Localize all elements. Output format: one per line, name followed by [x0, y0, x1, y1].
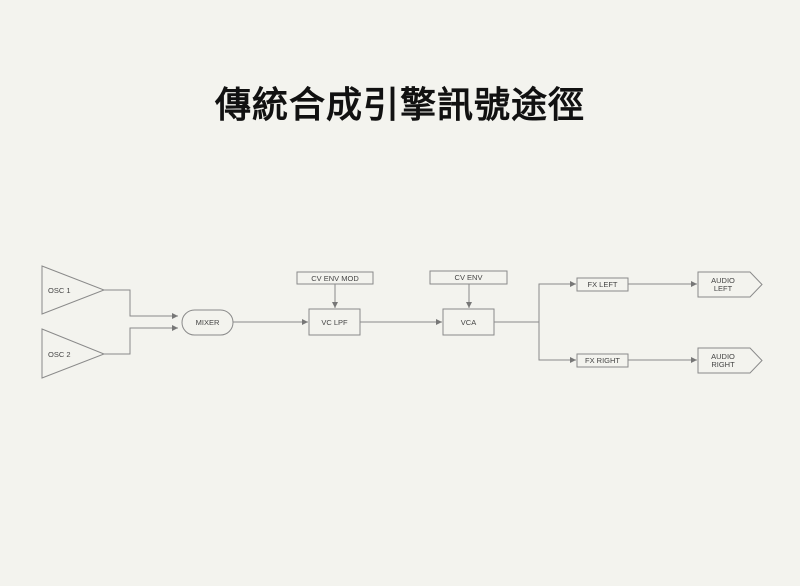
osc1-label: OSC 1 [48, 286, 71, 295]
fx-left-node [576, 277, 629, 292]
mixer-label: MIXER [196, 318, 220, 327]
diagram-title: 傳統合成引擎訊號途徑 [214, 85, 585, 126]
audio-right-label-line2: RIGHT [711, 360, 735, 369]
fx-right-node [576, 353, 629, 368]
fx-left-label: FX LEFT [587, 280, 617, 289]
cv-env-node [429, 270, 508, 285]
edge-osc1-mixer [104, 289, 178, 319]
audio-right-node [697, 347, 763, 374]
mixer-node [181, 309, 234, 336]
vc-lpf-node [308, 308, 361, 336]
fx-right-label: FX RIGHT [585, 356, 620, 365]
vca-node [442, 308, 495, 336]
vc-lpf-label: VC LPF [321, 318, 348, 327]
cv-env-mod-node [296, 271, 374, 285]
osc2-label: OSC 2 [48, 350, 71, 359]
cv-env-label: CV ENV [455, 273, 483, 282]
edge-osc2-mixer [104, 325, 178, 355]
osc2-node [41, 328, 106, 379]
vca-label: VCA [461, 318, 476, 327]
audio-left-label-line2: LEFT [714, 284, 733, 293]
osc1-node [41, 265, 106, 315]
edge-vca-fxleft [494, 281, 576, 323]
cv-env-mod-label: CV ENV MOD [311, 274, 359, 283]
audio-left-node [697, 271, 763, 298]
audio-left-label-line1: AUDIO [711, 276, 735, 285]
audio-right-label-line1: AUDIO [711, 352, 735, 361]
edge-vca-fxright [538, 322, 576, 363]
